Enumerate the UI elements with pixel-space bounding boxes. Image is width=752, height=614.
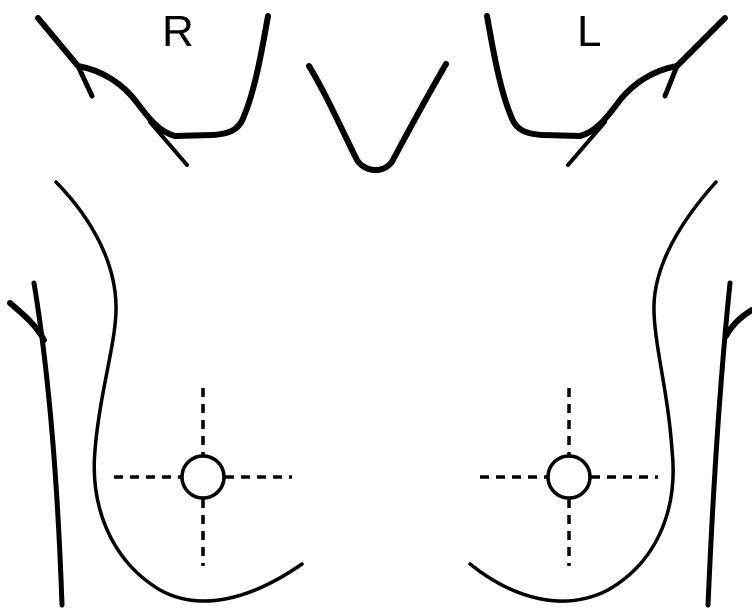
left-armpit-line: [726, 310, 752, 336]
right-clavicle-line: [38, 18, 175, 136]
right-nipple-circle: [182, 456, 224, 498]
left-breast-outline: [470, 182, 716, 601]
left-nipple-circle: [548, 456, 590, 498]
left-clavicle-lower: [568, 122, 605, 165]
left-side-label: L: [577, 6, 601, 58]
right-arm-outline: [10, 283, 62, 605]
sternal-notch: [309, 64, 446, 170]
right-clavicle-lower: [150, 122, 187, 165]
left-shoulder-outline: [487, 16, 725, 165]
left-trapezius-line: [487, 16, 580, 136]
left-clavicle-line: [580, 18, 725, 136]
right-side-label: R: [162, 6, 194, 58]
left-arm-outline: [708, 283, 752, 605]
right-breast-outline: [56, 182, 302, 601]
right-shoulder-outline: [38, 16, 268, 165]
